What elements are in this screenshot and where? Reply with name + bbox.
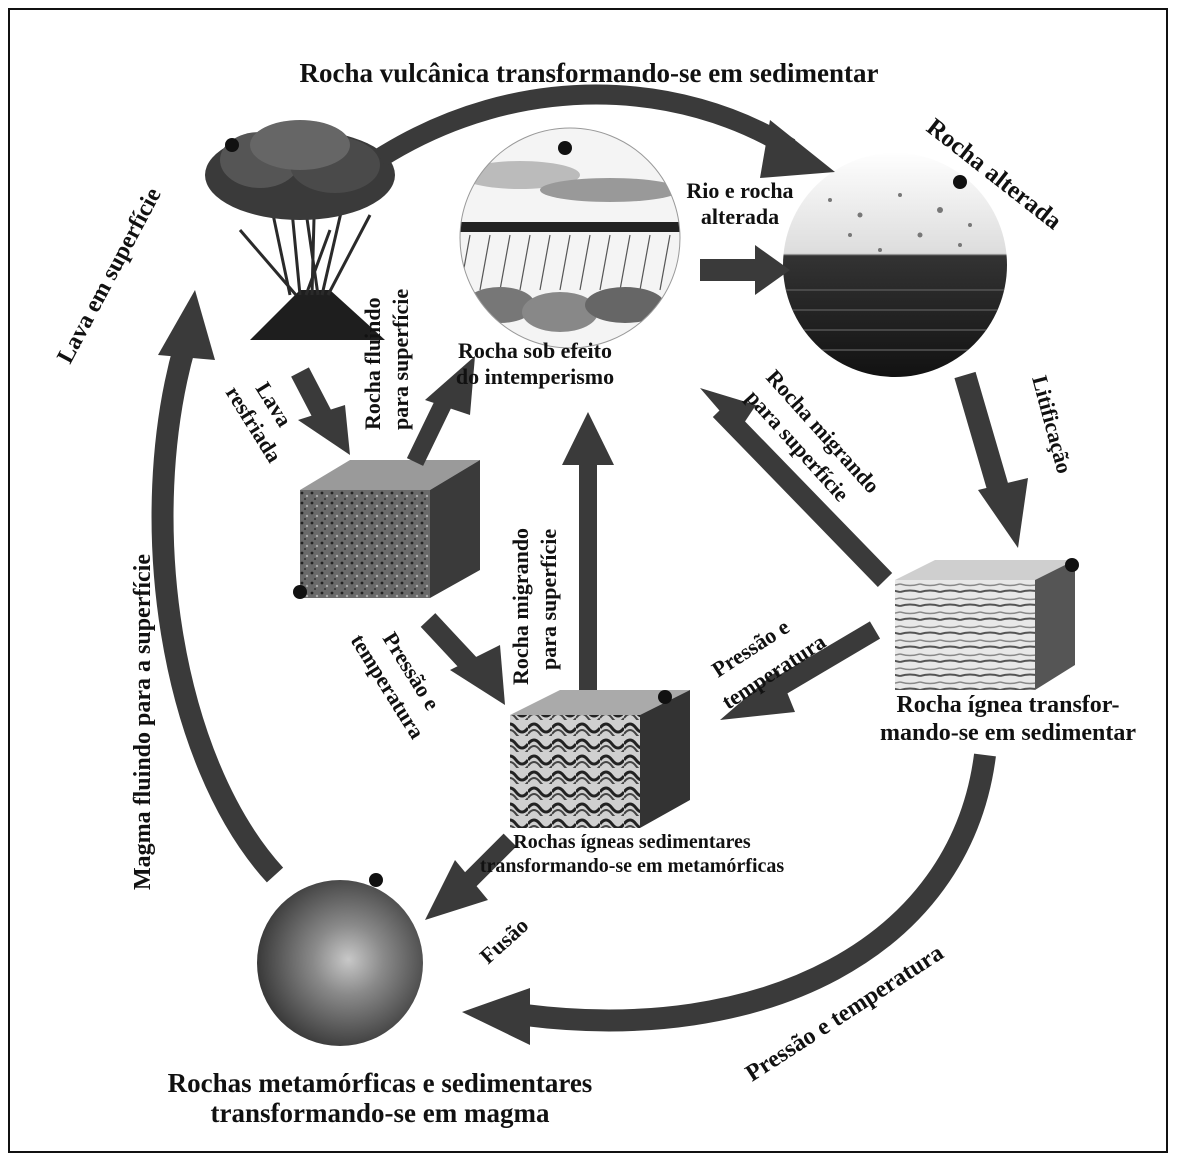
layered-label-line1: Rocha ígnea transfor- [896,692,1119,718]
flowing-label-line1: Rocha fluindo [360,297,385,430]
metamorphic-label-line2: transformando-se em metamórficas [480,855,785,877]
arrow-magma-to-volcano [151,341,284,883]
arrow-igneous-to-metamorphic-head [450,645,505,705]
arrow-lava-cooled [291,367,334,425]
magma-label-line2: transformando-se em magma [211,1098,550,1128]
arrow-lithification [954,371,1011,499]
arrow-volcanic-to-sedimentary-head [760,120,835,178]
metamorphic-badge-icon [658,690,672,704]
magma-badge-icon [369,873,383,887]
river-label-line2: alterada [701,204,779,229]
arrow-sedimentary-to-surface-head [700,388,756,432]
lithification-label: Litificação [1027,373,1077,476]
weathering-illustration [459,127,681,349]
sedimentary-badge-icon [1065,558,1079,572]
arrow-igneous-to-weathering-head [425,356,475,415]
volcano-illustration [205,120,395,340]
title-label: Rocha vulcânica transformando-se em sedi… [300,58,879,88]
volcano-badge-icon [225,138,239,152]
arrow-magma-to-volcano-head [158,290,215,360]
igneous-rock-block [293,460,480,599]
igneous-badge-icon [293,585,307,599]
magma-sphere [257,873,423,1046]
sedimentary-rock-block [895,558,1079,690]
magma-label-line1: Rochas metamórficas e sedimentares [168,1068,593,1098]
fusion-label: Fusão [475,912,534,968]
lava-surface-label: Lava em superfície [52,183,166,367]
arrow-fusion [463,833,517,887]
river-label-line1: Rio e rocha [686,178,793,203]
arrow-sedimentary-to-surface [712,403,893,587]
layered-label-line2: mando-se em sedimentar [880,720,1136,746]
migrating-center-label-line1: Rocha migrando [508,528,533,685]
arrow-sedimentary-to-magma-head [462,988,530,1045]
magma-rising-label: Magma fluindo para a superfície [130,554,156,890]
arrow-sedimentary-to-magma [523,753,996,1032]
migrating-center-label-line2: para superfície [536,529,561,670]
arrow-lithification-head [978,478,1028,548]
arrow-fusion-head [425,860,488,920]
arrow-metamorphic-to-surface-head [562,412,614,465]
weathering-badge-icon [558,141,572,155]
arrow-lava-cooled-head [298,405,350,455]
arrow-volcanic-to-sedimentary [374,84,796,167]
arrow-sedimentary-to-metamorphic-head [720,670,795,720]
weathering-label-line1: Rocha sob efeito [458,338,612,363]
altered-badge-icon [953,175,967,189]
flowing-label-line2: para superfície [388,289,413,430]
arrow-igneous-to-weathering [406,396,454,466]
arrow-igneous-to-metamorphic [420,613,478,672]
metamorphic-rock-block [510,690,690,828]
altered-rock-illustration [783,153,1007,377]
weathering-label-line2: do intemperismo [456,364,614,389]
metamorphic-label-line1: Rochas ígneas sedimentares [513,831,751,853]
arrow-weathering-to-altered-head [755,245,790,295]
